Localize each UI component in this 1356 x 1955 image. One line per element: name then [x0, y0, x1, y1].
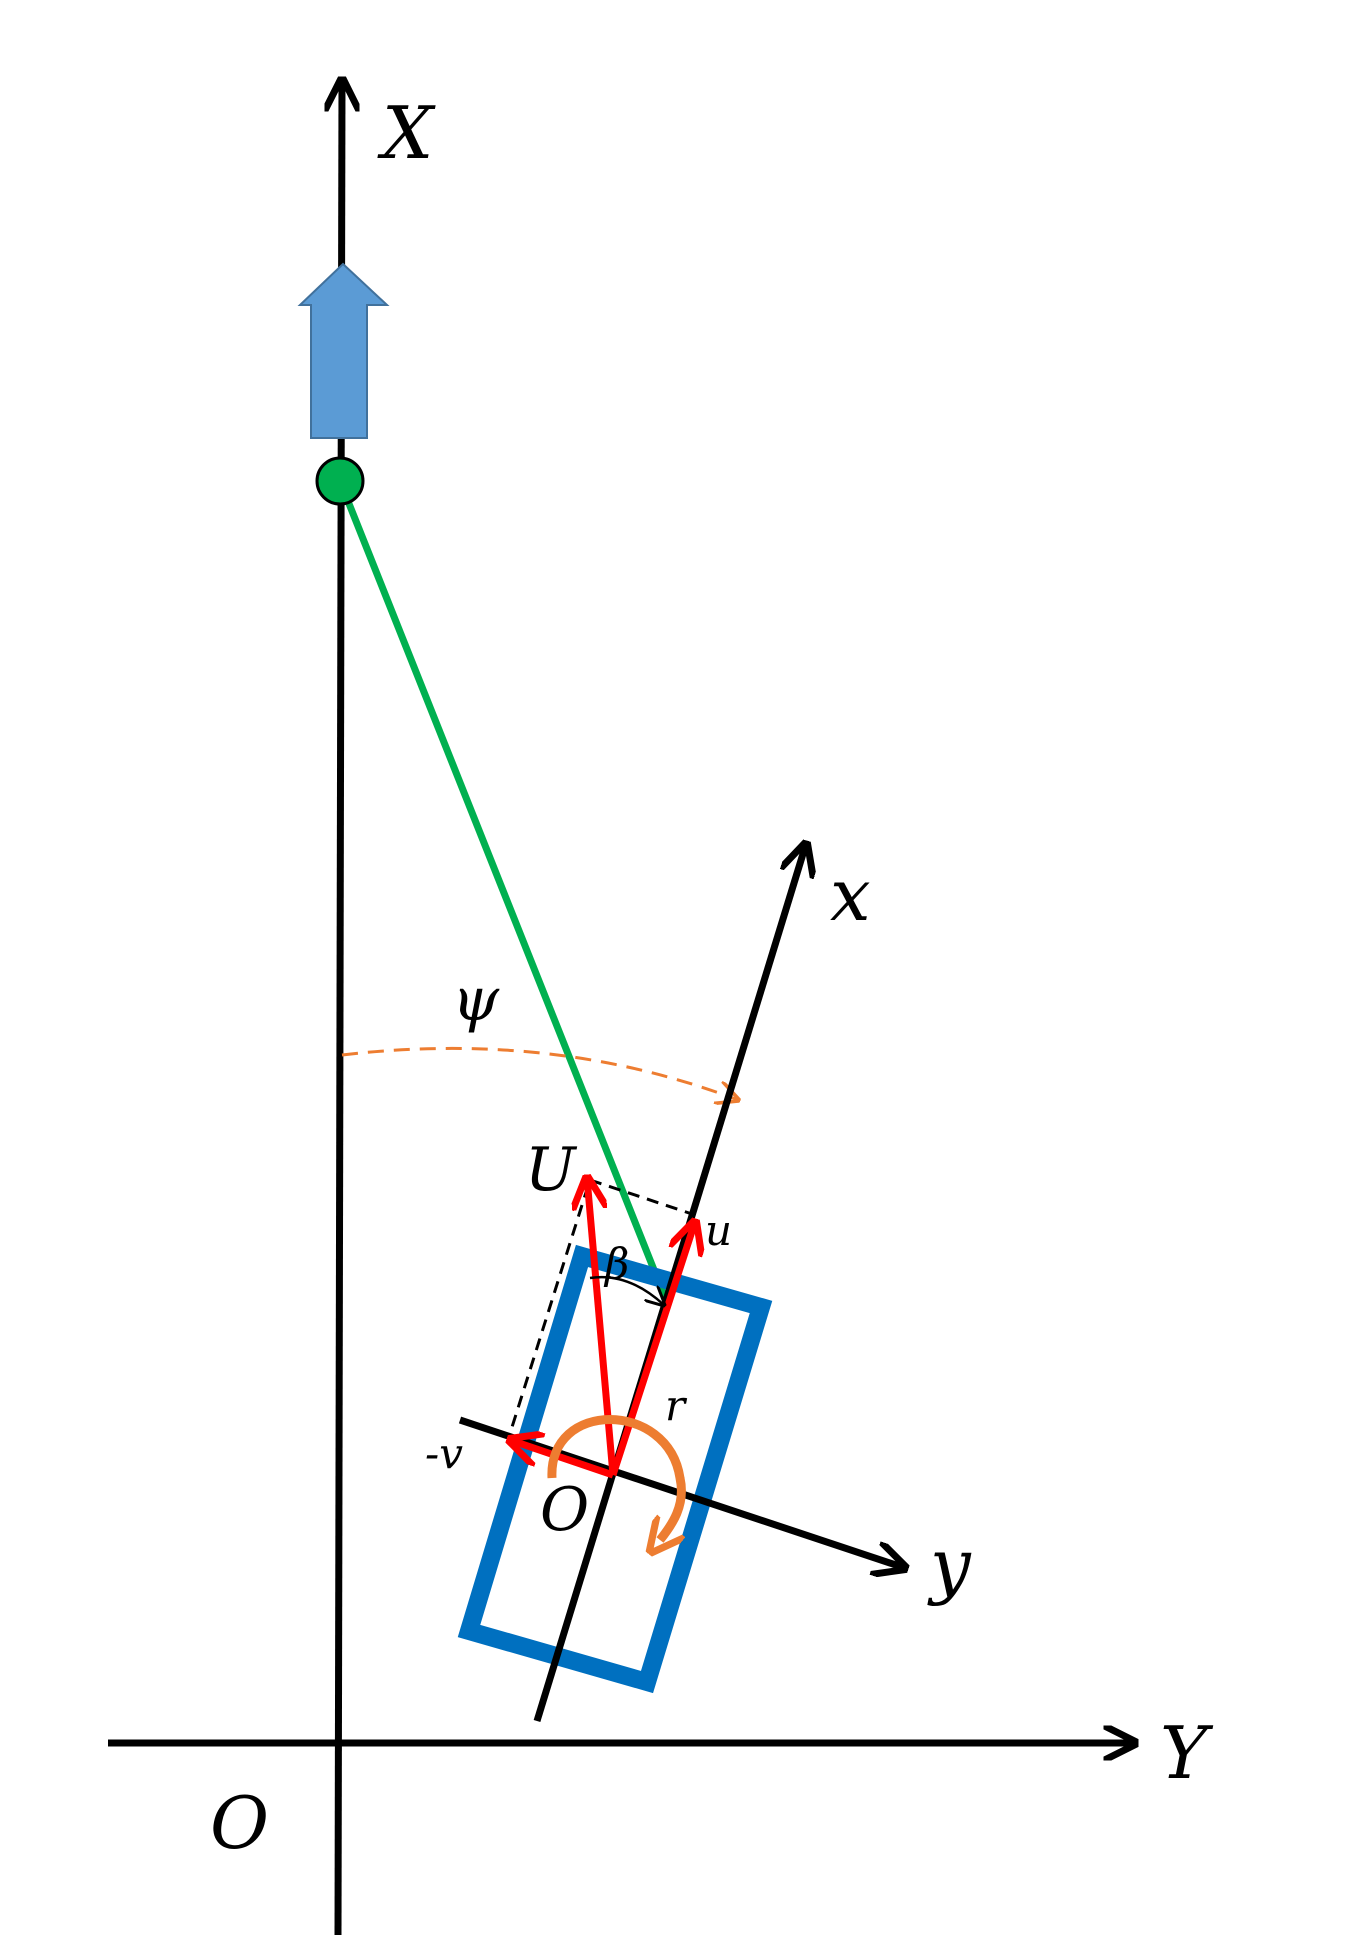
yaw-rate-arc — [547, 1415, 686, 1541]
heading-angle-label: ψ — [452, 965, 500, 1035]
drift-angle-label: β — [603, 1239, 629, 1288]
circle-dot-icon — [315, 456, 365, 506]
line-of-sight — [336, 479, 670, 1302]
body-x-axis-label: x — [830, 853, 871, 937]
projection-line-top — [589, 1178, 696, 1217]
projection-line-left — [505, 1185, 590, 1444]
heading-angle-arc — [341, 1046, 738, 1100]
total-velocity-label: U — [525, 1135, 578, 1205]
surge-velocity-vector — [609, 1222, 695, 1477]
body-y-axis-label: y — [927, 1523, 972, 1607]
up-block-arrow-icon — [297, 262, 390, 439]
total-velocity-vector — [587, 1178, 617, 1476]
surge-velocity-label: u — [705, 1206, 732, 1255]
sway-velocity-vector — [510, 1440, 615, 1479]
global-y-axis-label: Y — [1160, 1711, 1214, 1795]
yaw-rate-label: r — [665, 1381, 688, 1430]
global-origin-label: O — [210, 1781, 269, 1865]
sway-velocity-label: -v — [425, 1429, 463, 1478]
global-x-axis-label: X — [377, 91, 436, 175]
vessel-outline — [457, 1244, 773, 1694]
drift-angle-arc — [589, 1275, 664, 1305]
body-x-axis — [533, 844, 806, 1723]
body-origin-label: O — [540, 1475, 589, 1545]
